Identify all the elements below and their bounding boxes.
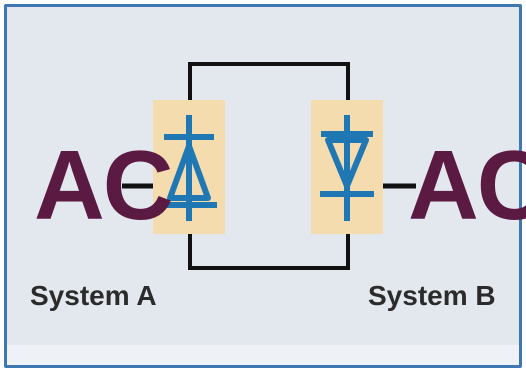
dc-link-top-conductor [188, 62, 350, 100]
ac-label-left: AC [34, 130, 174, 240]
dc-link-bottom-conductor [188, 234, 350, 270]
ac-label-right: AC [408, 130, 526, 240]
system-a-label: System A [30, 280, 157, 311]
system-b-label: System B [368, 280, 496, 311]
rectifier-icon [153, 100, 225, 234]
inverter-icon [311, 100, 383, 234]
dc-link [188, 62, 350, 270]
